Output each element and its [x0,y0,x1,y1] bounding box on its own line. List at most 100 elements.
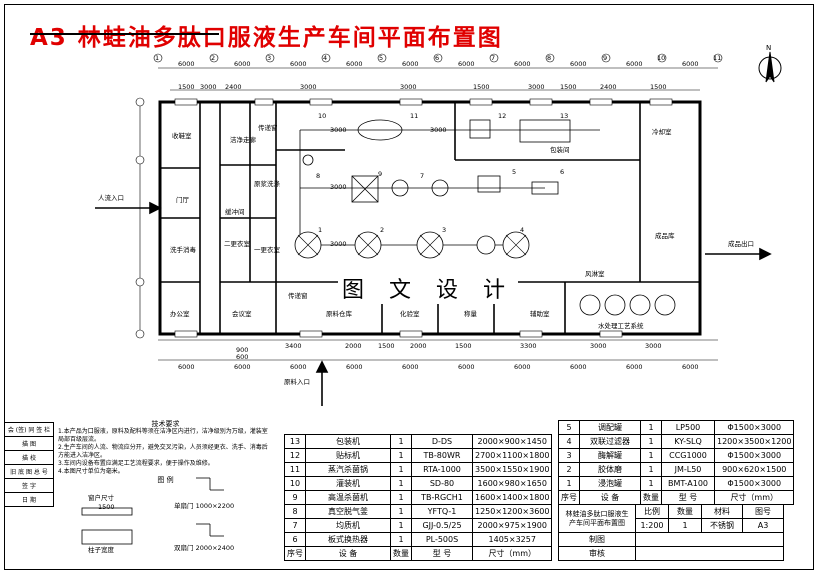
dim-bottom-9: 6000 [626,363,643,371]
legend-pillar: 柱子宽度 [88,546,114,554]
room-water: 水处理工艺系统 [598,322,644,330]
watermark: 图 文 设 计 [338,272,518,304]
technical-notes: 技术要求 1.本产品为口服液，原料及配料等须在洁净区内进行，洁净级别为万级，灌装… [58,420,273,484]
room-pass-window: 传递窗 [258,124,278,132]
dim-top-1: 6000 [178,60,195,68]
dim-bsub-7: 3000 [590,342,607,350]
grid-number: 3 [267,54,272,62]
dim-bottom-7: 6000 [514,363,531,371]
dim-top-8: 6000 [570,60,587,68]
dim-sub-9: 2400 [600,83,617,91]
dim-bextra-1: 900 [236,346,249,354]
dim-bottom-4: 6000 [346,363,363,371]
equip-callout-5: 5 [512,168,517,176]
side-label-2: 描 图 [4,436,54,451]
scale-value: 1:200 [635,518,669,533]
dim-top-2: 6000 [234,60,251,68]
label-air-shower: 风淋室 [585,270,605,278]
dim-top-3: 6000 [290,60,307,68]
room-cold: 冷却室 [652,128,672,136]
grid-number: 8 [547,54,552,62]
signature-strip: 会 (签) 同 签 栏 描 图 描 校 旧 底 图 总 号 签 字 日 期 [4,422,54,507]
dim-inner-4: 3000 [330,240,347,248]
grid-number: 9 [603,54,608,62]
dim-bottom-5: 6000 [402,363,419,371]
dim-bottom-6: 6000 [458,363,475,371]
drawn-by-label: 制图 [558,532,636,547]
notes-title: 技术要求 [151,420,180,428]
dim-bottom-8: 6000 [570,363,587,371]
grid-number: 4 [323,54,328,62]
equip-callout-2: 2 [380,226,385,234]
room-office: 办公室 [170,310,190,318]
drawing-title: A3 林蛙油多肽口服液生产车间平面布置图 [30,25,503,51]
side-label-6: 日 期 [4,492,54,507]
room-shoes: 收鞋室 [172,132,192,140]
dim-bextra-2: 600 [236,353,249,361]
dim-top-10: 6000 [682,60,699,68]
grid-number: 6 [435,54,440,62]
dim-sub-5: 3000 [400,83,417,91]
dim-bottom-10: 6000 [682,363,699,371]
equip-callout-9: 9 [378,170,383,178]
room-finished: 成品库 [655,232,675,240]
equip-callout-8: 8 [316,172,321,180]
grid-number: 1 [155,54,160,62]
notes-line: 4.本图尺寸单位为毫米。 [58,468,124,475]
title-strike [30,33,220,35]
equip-callout-6: 6 [560,168,565,176]
dim-sub-1: 1500 [178,83,195,91]
room-wash: 洗手消毒 [170,246,196,254]
dim-bottom-1: 6000 [178,363,195,371]
dim-bsub-1: 3400 [285,342,302,350]
room-hall: 门厅 [176,196,189,204]
grid-number: 10 [657,54,666,62]
room-buffer: 缓冲间 [225,208,245,216]
dim-sub-8: 1500 [560,83,577,91]
dim-sub-3: 2400 [225,83,242,91]
notes-line: 2.生产车间的人流、物流应分开，避免交叉污染，人员须经更衣、洗手、消毒后方能进入… [58,444,268,459]
checked-by-label: 审核 [558,546,636,561]
room-raw-store: 原料仓库 [326,310,352,318]
dim-inner-2: 3000 [430,126,447,134]
side-label-5: 签 字 [4,478,54,493]
equip-callout-3: 3 [442,226,447,234]
dim-inner-1: 3000 [330,126,347,134]
title-block: 林蛙油多肽口服液生 产车间平面布置图 比例 数量 材料 图号 1:200 1 不… [558,504,784,561]
dim-bsub-8: 3000 [645,342,662,350]
label-product-exit: 成品出口 [728,240,754,248]
grid-number: 11 [713,54,722,62]
room-clean-corridor: 洁净走廊 [230,136,256,144]
dim-sub-4: 3000 [300,83,317,91]
dim-top-5: 6000 [402,60,419,68]
legend-door1: 单扇门 1000×2200 [174,502,235,510]
table-header: 序号设 备数量型 号尺寸（mm） [558,490,795,505]
dim-bsub-5: 1500 [455,342,472,350]
room-aux: 辅助室 [530,310,550,318]
grid-number: 2 [211,54,216,62]
side-label-4: 旧 底 图 总 号 [4,464,54,479]
label-person-entry: 人流入口 [98,194,124,202]
room-lab: 化验室 [400,310,420,318]
dim-sub-6: 1500 [473,83,490,91]
dim-top-9: 6000 [626,60,643,68]
room-packing: 包装间 [550,146,570,154]
legend-window-size: 1500 [98,503,115,511]
material-value: 不锈钢 [701,518,743,533]
dim-top-7: 6000 [514,60,531,68]
dim-top-4: 6000 [346,60,363,68]
dim-bottom-2: 6000 [234,363,251,371]
dim-sub-2: 3000 [200,83,217,91]
grid-number: 5 [379,54,384,62]
dim-top-6: 6000 [458,60,475,68]
